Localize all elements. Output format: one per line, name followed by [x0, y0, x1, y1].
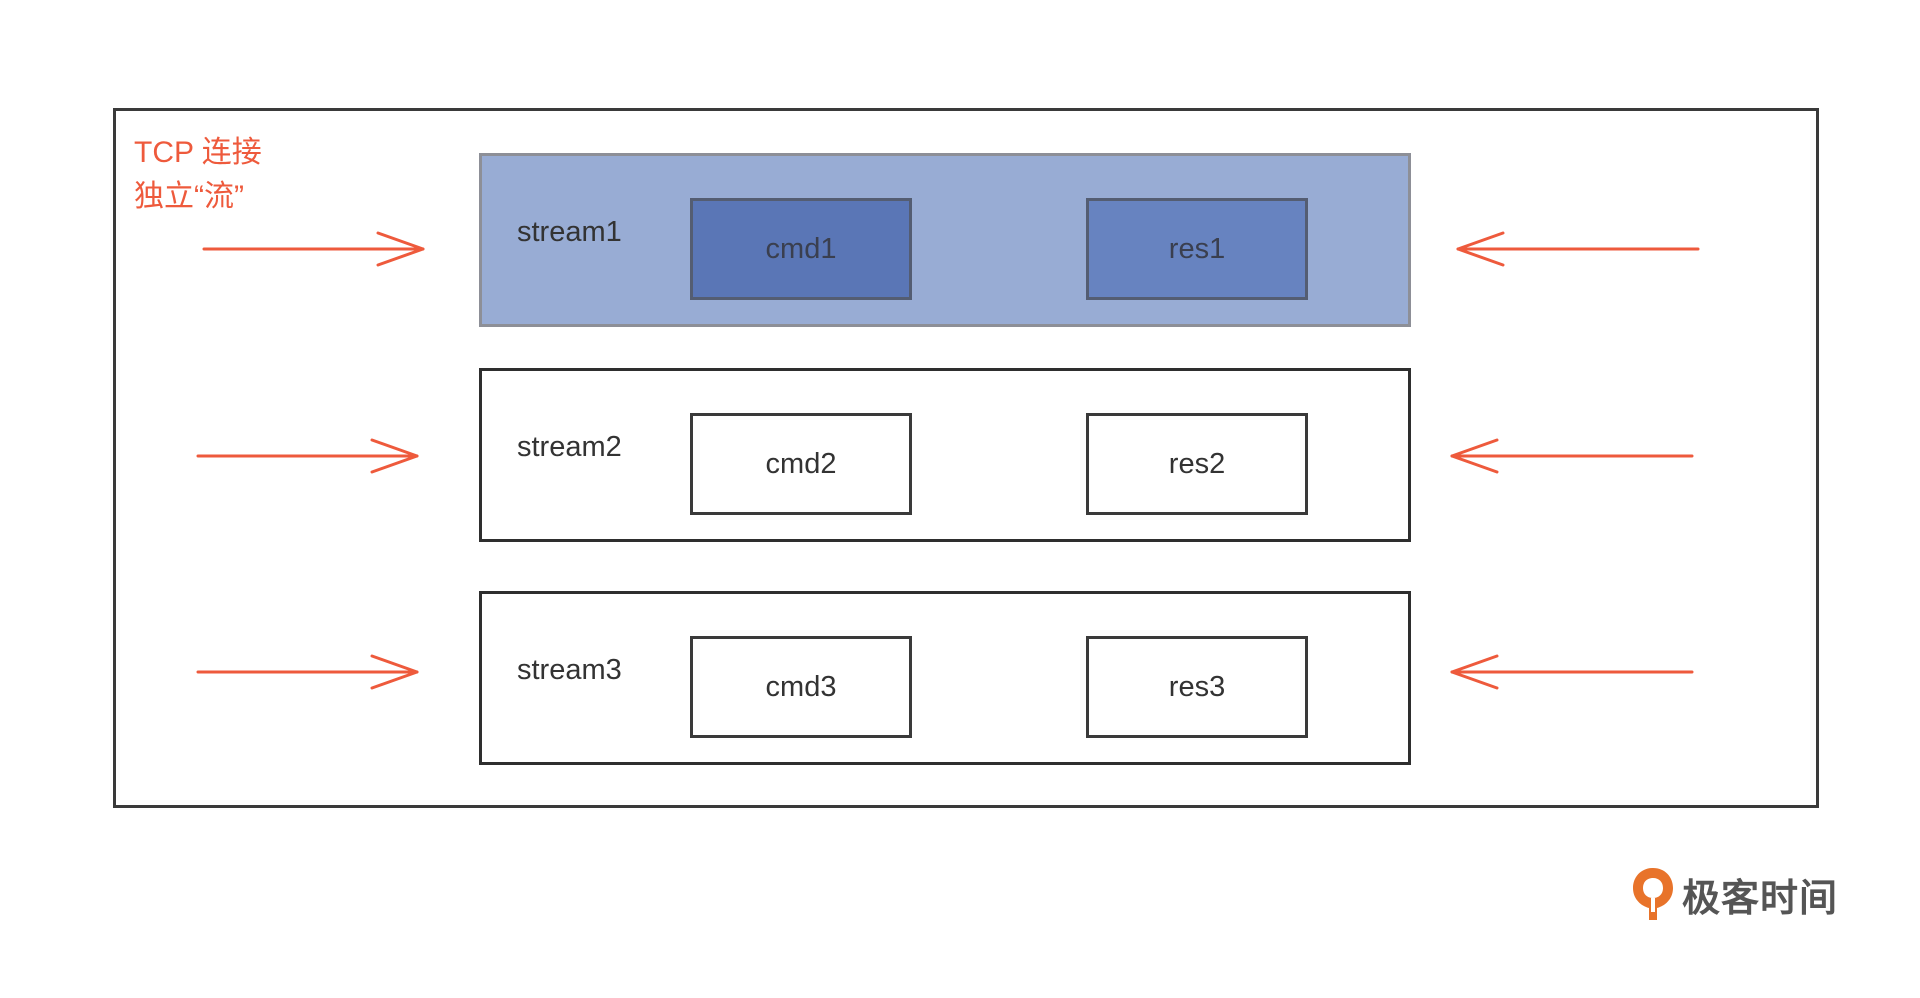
- stream-3-cmd-label: cmd3: [765, 670, 837, 703]
- outbound-arrow-stream-1: [1456, 231, 1700, 267]
- tcp-connection-label: TCP 连接: [134, 136, 262, 169]
- stream-2-cmd-label: cmd2: [765, 447, 837, 480]
- inbound-arrow-stream-2: [196, 438, 419, 474]
- stream-2-box: stream2 cmd2 res2: [479, 368, 1411, 542]
- stream-1-res-box: res1: [1086, 198, 1308, 300]
- stream-3-box: stream3 cmd3 res3: [479, 591, 1411, 765]
- stream-2-res-box: res2: [1086, 413, 1308, 515]
- stream-2-res-label: res2: [1168, 447, 1226, 480]
- inbound-arrow-stream-1: [202, 231, 425, 267]
- stream-2-label: stream2: [517, 431, 622, 463]
- outbound-arrow-stream-3: [1450, 654, 1694, 690]
- brand-name: 极客时间: [1682, 877, 1839, 920]
- outbound-arrow-stream-2: [1450, 438, 1694, 474]
- inbound-arrow-stream-3: [196, 654, 419, 690]
- brand-watermark: 极客时间: [1630, 866, 1838, 922]
- stream-1-box: stream1 cmd1 res1: [479, 153, 1411, 327]
- stream-1-cmd-label: cmd1: [765, 232, 837, 265]
- independent-stream-label: 独立“流”: [134, 180, 244, 213]
- stream-2-cmd-box: cmd2: [690, 413, 912, 515]
- stream-3-label: stream3: [517, 654, 622, 686]
- stream-1-res-label: res1: [1168, 232, 1226, 265]
- tcp-connection-frame: [113, 108, 1819, 808]
- stream-3-res-label: res3: [1168, 670, 1226, 703]
- geektime-logo-icon: [1633, 868, 1673, 920]
- stream-1-label: stream1: [517, 216, 622, 248]
- stream-1-cmd-box: cmd1: [690, 198, 912, 300]
- stream-3-cmd-box: cmd3: [690, 636, 912, 738]
- stream-3-res-box: res3: [1086, 636, 1308, 738]
